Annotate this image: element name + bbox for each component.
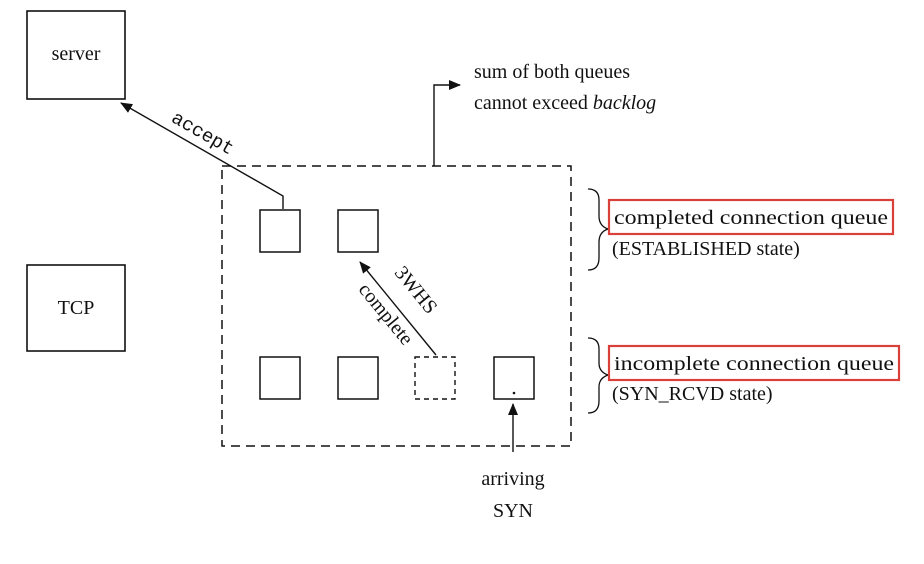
incomplete-queue-brace	[587, 337, 611, 414]
syn-label: SYN	[493, 500, 533, 522]
backlog-note-arrow	[433, 80, 461, 166]
accept-arrow	[120, 102, 284, 209]
3whs-label: 3WHS	[390, 262, 442, 318]
completed-queue-slot	[259, 209, 301, 253]
note-line1: sum of both queues	[474, 61, 630, 83]
incomplete-queue-slot	[259, 356, 301, 400]
completed-queue-highlight	[607, 198, 895, 236]
slot-dot	[512, 391, 516, 395]
incomplete-queue-slot	[337, 356, 379, 400]
tcp-box: TCP	[26, 264, 126, 352]
tcp-label: TCP	[58, 297, 95, 319]
incomplete-queue-slot-moving	[414, 356, 456, 400]
server-box: server	[26, 10, 126, 100]
server-label: server	[52, 43, 101, 65]
note-line2: cannot exceed backlog	[474, 92, 656, 114]
incomplete-queue-title: incomplete connection queue	[614, 353, 894, 375]
incomplete-queue-state: (SYN_RCVD state)	[612, 383, 773, 405]
completed-queue-slot	[337, 209, 379, 253]
incomplete-queue-slot-new	[493, 356, 535, 400]
completed-queue-title: completed connection queue	[614, 207, 888, 229]
arriving-label: arriving	[481, 468, 544, 490]
3whs-complete-arrow	[359, 261, 437, 356]
completed-queue-brace	[587, 188, 611, 271]
listen-socket-container	[221, 165, 572, 447]
accept-label: accept	[167, 107, 237, 160]
completed-queue-state: (ESTABLISHED state)	[612, 238, 800, 260]
incomplete-queue-highlight	[607, 344, 901, 382]
